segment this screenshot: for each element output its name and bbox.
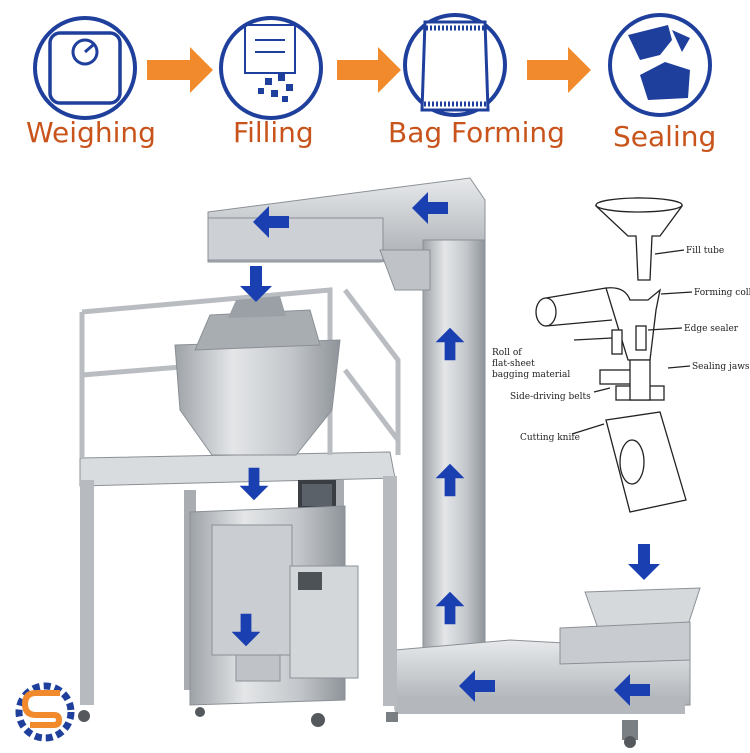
diagram-labels: Fill tube Forming collar Edge sealer Sea…: [492, 246, 750, 443]
step-label-weighing: Weighing: [26, 116, 156, 149]
bag-icon: [403, 13, 507, 117]
step-label-filling: Filling: [233, 116, 314, 149]
vffs-packaging-machine: [78, 505, 359, 727]
flow-arrow-icon: [147, 47, 213, 93]
flow-arrow-icon: [337, 47, 401, 93]
label-sealing-jaws: Sealing jaws: [692, 362, 750, 372]
weigher-platform: [79, 287, 401, 706]
label-edge-sealer: Edge sealer: [684, 324, 739, 334]
scale-icon: [33, 16, 137, 120]
label-side-driving-belts: Side-driving belts: [510, 392, 591, 402]
label-roll-line1: Roll of: [492, 348, 522, 358]
step-label-sealing: Sealing: [613, 120, 717, 153]
label-forming-collar: Forming collar: [694, 288, 750, 298]
bucket-elevator: [207, 177, 701, 748]
flow-arrow-icon: [628, 544, 660, 580]
sealing-icon: [608, 13, 712, 117]
label-roll-line2: flat-sheet: [492, 359, 535, 369]
label-roll-line3: bagging material: [492, 370, 570, 380]
step-label-bag-forming: Bag Forming: [388, 116, 565, 149]
filling-icon: [219, 16, 323, 120]
company-logo: [15, 682, 75, 742]
vffs-diagram: [535, 197, 693, 513]
flow-arrow-icon: [527, 47, 591, 93]
label-cutting-knife: Cutting knife: [520, 433, 580, 443]
label-fill-tube: Fill tube: [686, 246, 724, 256]
